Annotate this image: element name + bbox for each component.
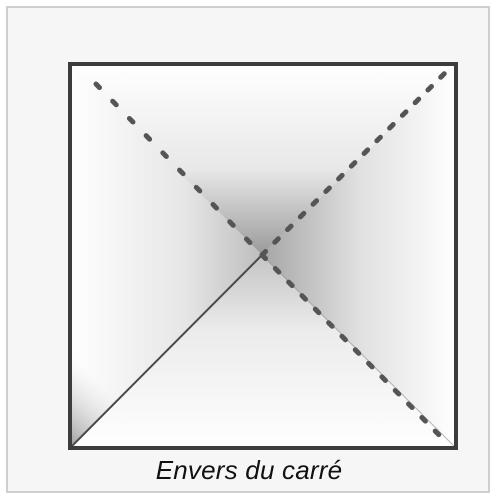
diagram-caption: Envers du carré — [0, 455, 498, 486]
